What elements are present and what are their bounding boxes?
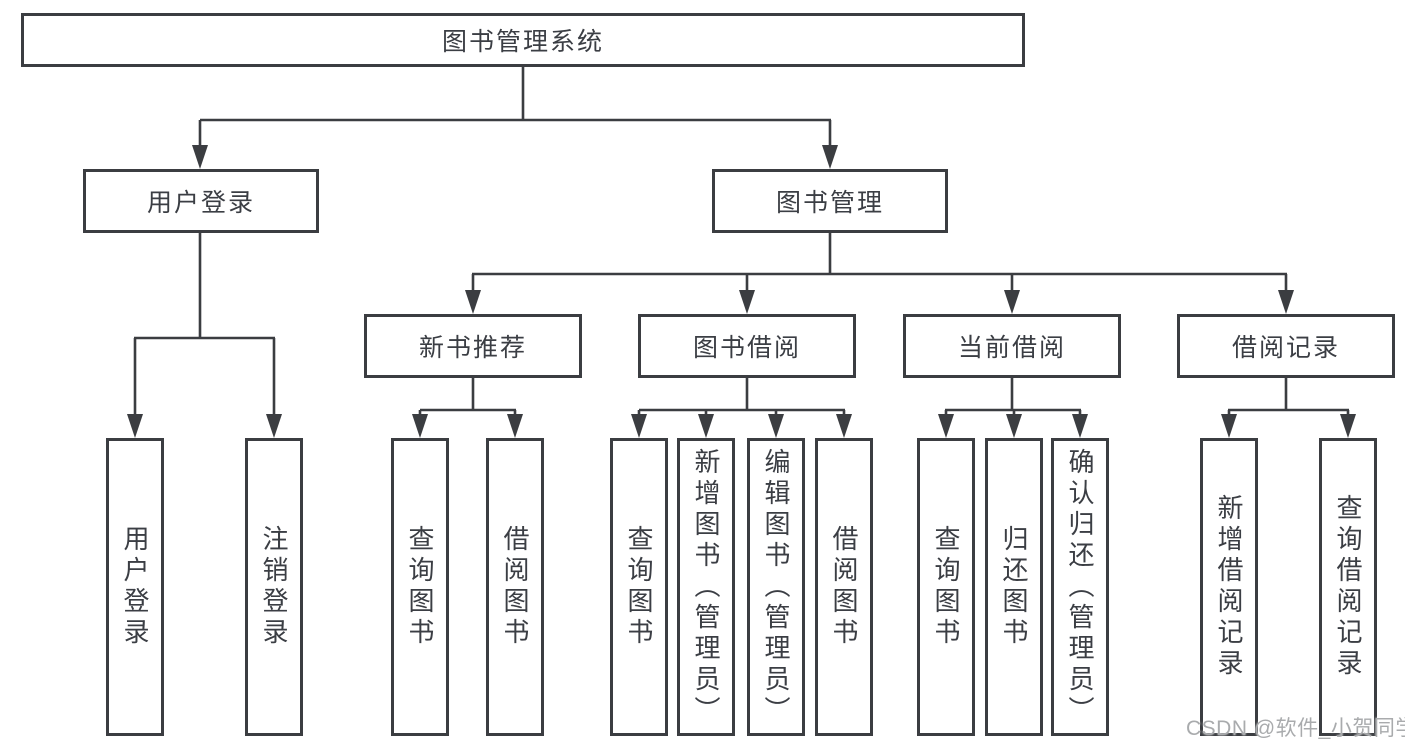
leaf-label: 注销登录 [259, 525, 289, 649]
node-label: 图书管理系统 [441, 28, 604, 56]
node-new-book-recommendation: 新书推荐 [364, 314, 582, 378]
node-book-borrowing: 图书借阅 [638, 314, 856, 378]
node-library-management-system: 图书管理系统 [21, 13, 1025, 67]
leaf-add-book-admin: 新增图书（管理员） [677, 438, 735, 736]
leaf-borrow-books-borrow: 借阅图书 [815, 438, 873, 736]
leaf-label: 用户登录 [120, 525, 150, 649]
leaf-confirm-return-admin: 确认归还（管理员） [1051, 438, 1109, 736]
node-user-login: 用户登录 [83, 169, 319, 233]
node-book-management: 图书管理 [712, 169, 948, 233]
leaf-borrow-books-recommend: 借阅图书 [486, 438, 544, 736]
leaf-label: 确认归还（管理员） [1065, 447, 1095, 727]
leaf-edit-book-admin: 编辑图书（管理员） [747, 438, 805, 736]
leaf-label: 借阅图书 [829, 525, 859, 649]
node-borrowing-records: 借阅记录 [1177, 314, 1395, 378]
leaf-label: 新增借阅记录 [1214, 494, 1244, 680]
leaf-label: 查询借阅记录 [1333, 494, 1363, 680]
leaf-query-books-current: 查询图书 [917, 438, 975, 736]
leaf-label: 查询图书 [405, 525, 435, 649]
leaf-label: 查询图书 [931, 525, 961, 649]
node-label: 用户登录 [146, 189, 255, 217]
leaf-query-books-borrow: 查询图书 [610, 438, 668, 736]
tree-edges [133, 66, 1350, 417]
node-label: 新书推荐 [418, 334, 527, 362]
node-current-borrowing: 当前借阅 [903, 314, 1121, 378]
leaf-label: 借阅图书 [500, 525, 530, 649]
leaf-label: 编辑图书（管理员） [761, 447, 791, 727]
leaf-logout: 注销登录 [245, 438, 303, 736]
node-label: 借阅记录 [1231, 334, 1340, 362]
leaf-label: 归还图书 [999, 525, 1029, 649]
leaf-label: 新增图书（管理员） [691, 447, 721, 727]
leaf-return-book: 归还图书 [985, 438, 1043, 736]
arrowheads [127, 145, 1356, 438]
csdn-watermark: CSDN @软件_小贺同学 [1186, 717, 1405, 740]
leaf-label: 查询图书 [624, 525, 654, 649]
node-label: 图书管理 [775, 189, 884, 217]
node-label: 图书借阅 [692, 334, 801, 362]
leaf-query-books-recommend: 查询图书 [391, 438, 449, 736]
node-label: 当前借阅 [957, 334, 1066, 362]
leaf-query-borrow-record: 查询借阅记录 [1319, 438, 1377, 736]
leaf-add-borrow-record: 新增借阅记录 [1200, 438, 1258, 736]
leaf-user-login: 用户登录 [106, 438, 164, 736]
